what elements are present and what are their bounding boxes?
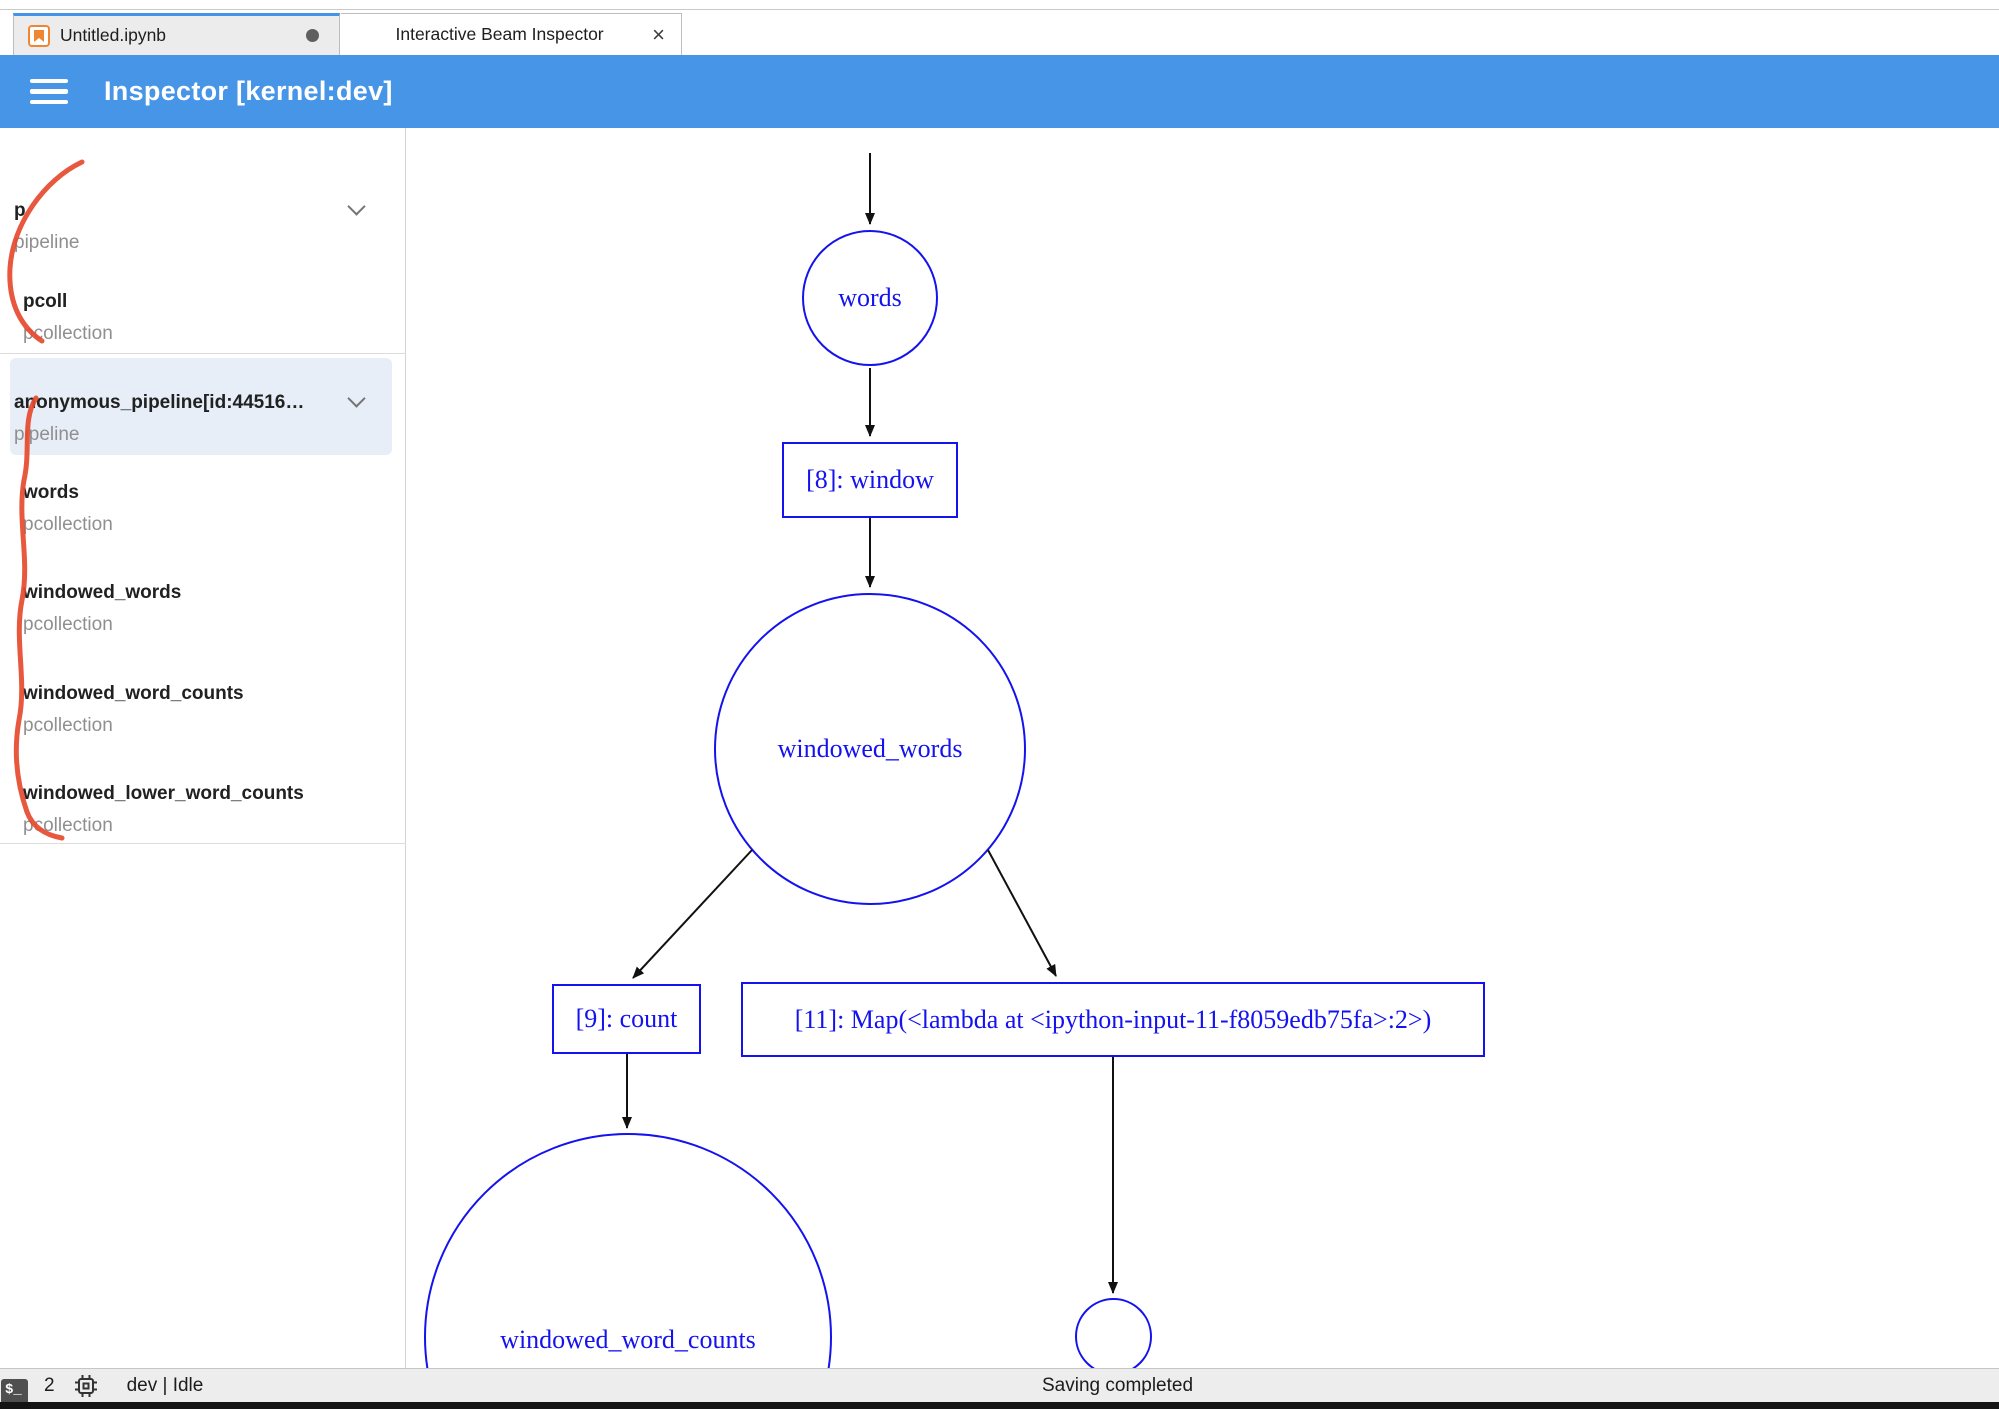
chevron-down-icon[interactable]	[347, 197, 366, 216]
page-title: Inspector [kernel:dev]	[104, 76, 393, 106]
item-type: pipeline	[14, 232, 80, 253]
close-icon[interactable]: ×	[652, 21, 665, 47]
node-label: [8]: window	[806, 465, 934, 494]
selected-item-highlight	[10, 358, 392, 455]
node-label: [9]: count	[575, 1004, 678, 1033]
item-name: windowed_words	[23, 582, 182, 603]
item-type: pipeline	[14, 424, 80, 445]
sidebar-item-windowed-lower-word-counts[interactable]: windowed_lower_word_counts pcollection	[23, 782, 304, 837]
graph-node-window-transform[interactable]: [8]: window	[782, 442, 958, 518]
sidebar-divider	[0, 353, 406, 354]
item-name: words	[23, 482, 79, 503]
sidebar-item-words[interactable]: words pcollection	[23, 481, 113, 536]
inspector-header: Inspector [kernel:dev]	[0, 55, 1999, 128]
window-top-strip	[0, 0, 1999, 13]
sidebar-item-anonymous-pipeline[interactable]: anonymous_pipeline[id:44516… pipeline	[14, 391, 304, 446]
tab-label: Untitled.ipynb	[60, 25, 167, 45]
tab-beam-inspector[interactable]: Interactive Beam Inspector ×	[341, 13, 682, 55]
terminal-icon-glyph: $_	[5, 1381, 22, 1398]
status-bar: $_ 2 dev | Idle Saving completed	[0, 1368, 1999, 1402]
node-label: words	[838, 283, 902, 312]
graph-node-windowed-words[interactable]: windowed_words	[714, 593, 1026, 905]
graph-node-windowed-word-counts[interactable]: windowed_word_counts	[424, 1133, 832, 1368]
item-name: pcoll	[23, 291, 68, 312]
item-type: pcollection	[23, 323, 113, 344]
graph-node-windowed-lower-word-counts[interactable]	[1075, 1298, 1152, 1368]
status-message: Saving completed	[1042, 1375, 1194, 1396]
item-name: p	[14, 200, 26, 221]
item-type: pcollection	[23, 815, 113, 836]
status-bar-left: $_ 2 dev | Idle	[0, 1369, 203, 1402]
item-name: anonymous_pipeline[id:44516…	[14, 392, 305, 413]
item-type: pcollection	[23, 514, 113, 535]
sidebar-item-p[interactable]: p pipeline	[14, 199, 80, 254]
kernel-chip-icon[interactable]	[73, 1373, 99, 1399]
notebook-icon	[28, 24, 50, 47]
terminal-icon[interactable]: $_	[1, 1378, 28, 1402]
tab-label: Interactive Beam Inspector	[395, 24, 604, 44]
graph-node-count-transform[interactable]: [9]: count	[552, 984, 701, 1054]
main-content: p pipeline pcoll pcollection anonymous_p…	[0, 128, 1999, 1368]
item-type: pcollection	[23, 614, 113, 635]
tab-bar: Untitled.ipynb Interactive Beam Inspecto…	[0, 13, 1999, 55]
sidebar-item-windowed-words[interactable]: windowed_words pcollection	[23, 581, 181, 636]
node-label: windowed_word_counts	[500, 1325, 756, 1354]
hamburger-menu-icon[interactable]	[30, 73, 68, 111]
node-label: [11]: Map(<lambda at <ipython-input-11-f…	[794, 1004, 1432, 1034]
window-bottom-edge	[0, 1402, 1999, 1409]
item-type: pcollection	[23, 715, 113, 736]
pipeline-sidebar: p pipeline pcoll pcollection anonymous_p…	[0, 128, 406, 1368]
node-label: windowed_words	[777, 734, 963, 763]
sidebar-item-windowed-word-counts[interactable]: windowed_word_counts pcollection	[23, 682, 244, 737]
sidebar-item-pcoll[interactable]: pcoll pcollection	[23, 290, 113, 345]
unsaved-indicator-dot	[306, 29, 319, 42]
tab-untitled-notebook[interactable]: Untitled.ipynb	[13, 13, 340, 55]
item-name: windowed_word_counts	[23, 683, 244, 704]
graph-node-words[interactable]: words	[802, 230, 938, 366]
sidebar-divider	[0, 843, 406, 844]
terminals-count[interactable]: 2	[44, 1374, 55, 1396]
item-name: windowed_lower_word_counts	[23, 783, 304, 804]
kernel-status[interactable]: dev | Idle	[126, 1374, 204, 1396]
graph-node-map-transform[interactable]: [11]: Map(<lambda at <ipython-input-11-f…	[741, 982, 1485, 1057]
